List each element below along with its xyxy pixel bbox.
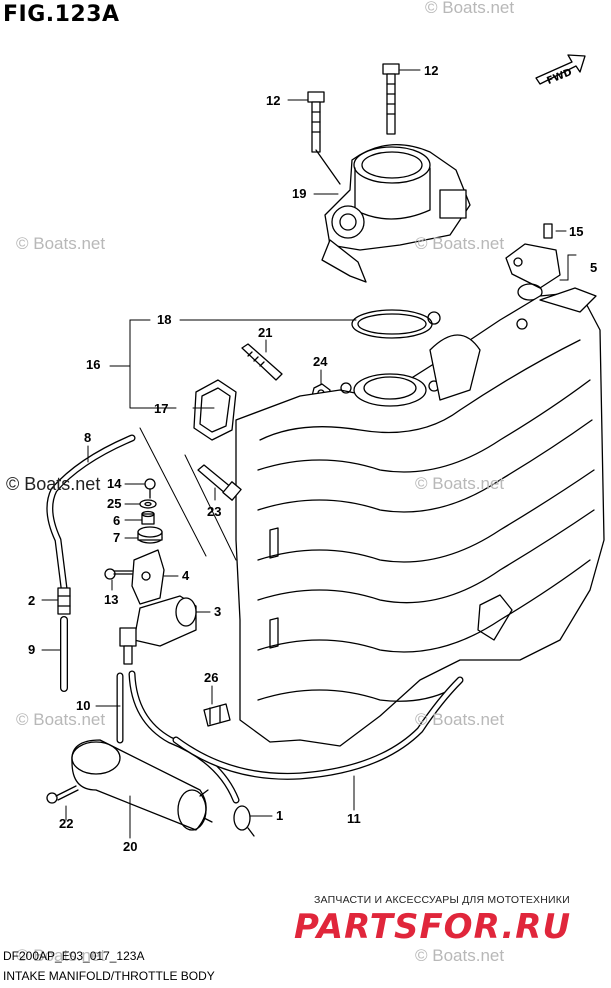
- watermark: © Boats.net: [415, 946, 505, 965]
- bolt-12-lower-icon: [307, 91, 325, 153]
- callout-2: 2: [28, 593, 36, 608]
- callout-17: 17: [154, 401, 169, 416]
- callout-15: 15: [569, 224, 584, 239]
- watermark: © Boats.net: [415, 234, 505, 253]
- callout-21: 21: [258, 325, 273, 340]
- callout-1: 1: [276, 808, 284, 823]
- callout-24: 24: [313, 354, 328, 369]
- grommet-7-icon: [137, 526, 163, 544]
- watermark: © Boats.net: [415, 710, 505, 729]
- callout-22: 22: [59, 816, 74, 831]
- callout-12-lower: 12: [266, 93, 281, 108]
- hose-11-icon: [172, 676, 464, 780]
- callout-18: 18: [157, 312, 172, 327]
- diagram-code: DF200AP_E03_017_123A: [3, 949, 145, 963]
- diagram-title: INTAKE MANIFOLD/THROTTLE BODY: [3, 969, 215, 983]
- callout-23: 23: [207, 504, 222, 519]
- shop-logo: PARTSFOR.RU: [294, 907, 572, 947]
- callout-6: 6: [113, 513, 121, 528]
- throttle-body-icon: [315, 143, 471, 283]
- stud-21-icon: [241, 343, 283, 381]
- callout-9: 9: [28, 642, 36, 657]
- watermark: © Boats.net: [425, 0, 515, 17]
- screw-14-icon: [144, 478, 156, 499]
- watermark: © Boats.net: [16, 946, 106, 965]
- figure-title: FIG.123A: [3, 2, 120, 27]
- shop-tagline: ЗАПЧАСТИ И АКСЕССУАРЫ ДЛЯ МОТОТЕХНИКИ: [314, 894, 570, 906]
- watermark: © Boats.net: [415, 474, 505, 493]
- watermark: © Boats.net: [16, 234, 106, 253]
- callout-5: 5: [590, 260, 598, 275]
- solenoid-valve-3-icon: [119, 595, 197, 665]
- watermark: © Boats.net: [6, 474, 101, 494]
- clip-26-icon: [203, 703, 231, 727]
- washer-25-icon: [139, 499, 157, 509]
- gasket-16-icon: [193, 379, 237, 441]
- hose-10-icon: [116, 670, 240, 804]
- callout-19: 19: [292, 186, 307, 201]
- hose-8-icon: [46, 434, 136, 592]
- forward-arrow-icon: FWD: [535, 54, 586, 87]
- gasket-18-icon: [351, 309, 441, 339]
- callout-12-upper: 12: [424, 63, 439, 78]
- callout-8: 8: [84, 430, 92, 445]
- callout-10: 10: [76, 698, 91, 713]
- bolt-12-upper-icon: [382, 63, 400, 135]
- bolt-13-icon: [104, 568, 133, 580]
- collar-6-icon: [141, 510, 155, 525]
- callout-11: 11: [347, 811, 361, 826]
- callout-7: 7: [113, 530, 121, 545]
- callout-14: 14: [107, 476, 122, 491]
- canister-20-icon: [71, 739, 213, 831]
- bracket-4-icon: [131, 549, 165, 605]
- watermark: © Boats.net: [16, 710, 106, 729]
- bolt-23-icon: [197, 464, 242, 501]
- callout-26: 26: [204, 670, 219, 685]
- clamp-1-icon: [233, 805, 255, 837]
- callout-16: 16: [86, 357, 101, 372]
- bolt-22-icon: [46, 785, 79, 804]
- sensor-5-icon: [505, 223, 561, 301]
- callout-13: 13: [104, 592, 119, 607]
- callout-3: 3: [214, 604, 222, 619]
- leader-lines: [41, 69, 577, 839]
- callout-4: 4: [182, 568, 190, 583]
- callout-20: 20: [123, 839, 138, 854]
- intake-manifold-icon: [235, 287, 605, 747]
- callout-25: 25: [107, 496, 122, 511]
- connector-2-icon: [57, 587, 71, 615]
